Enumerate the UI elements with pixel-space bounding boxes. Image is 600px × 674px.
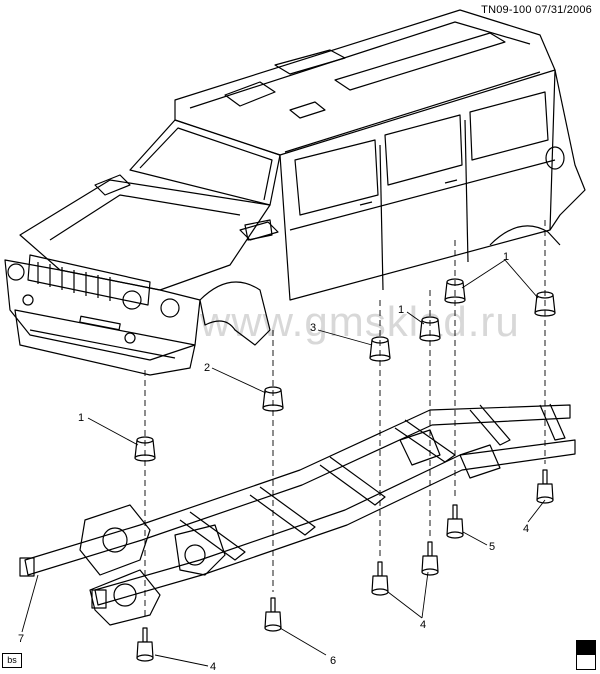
callout-2: 2: [204, 362, 210, 374]
bolt-4b: [371, 561, 389, 596]
callout-4c: 4: [523, 523, 529, 535]
vehicle-frame: [19, 403, 576, 626]
bolt-6: [264, 597, 282, 632]
vehicle-body: [4, 9, 586, 376]
bolt-5: [446, 504, 464, 539]
callout-1a: 1: [78, 412, 84, 424]
alignment-lines: [144, 220, 546, 620]
cushion-1b: [419, 316, 441, 342]
leader-lines: [21, 259, 546, 667]
callout-4b: 4: [420, 619, 426, 631]
callout-3: 3: [310, 322, 316, 334]
publisher-badge-icon: [576, 640, 596, 670]
callout-6: 6: [330, 655, 336, 667]
watermark: www.gmsklad.ru: [200, 298, 520, 345]
callout-7: 7: [18, 633, 24, 645]
bolt-4a: [136, 627, 154, 662]
body-mount-cushions: [134, 278, 556, 462]
figure-date: 07/31/2006: [534, 4, 592, 16]
cushion-3: [369, 336, 391, 362]
bolt-4d: [536, 469, 554, 504]
corner-tag: bs: [2, 653, 22, 668]
callout-4a: 4: [210, 661, 216, 673]
callout-5: 5: [489, 541, 495, 553]
bolt-4c: [421, 541, 439, 576]
callout-1c: 1: [503, 251, 509, 263]
callout-1b: 1: [398, 304, 404, 316]
figure-header: TN09-100 07/31/2006: [481, 4, 592, 16]
cushion-2: [262, 386, 284, 412]
figure-code: TN09-100: [481, 4, 532, 16]
body-mount-bolts: [136, 469, 554, 662]
